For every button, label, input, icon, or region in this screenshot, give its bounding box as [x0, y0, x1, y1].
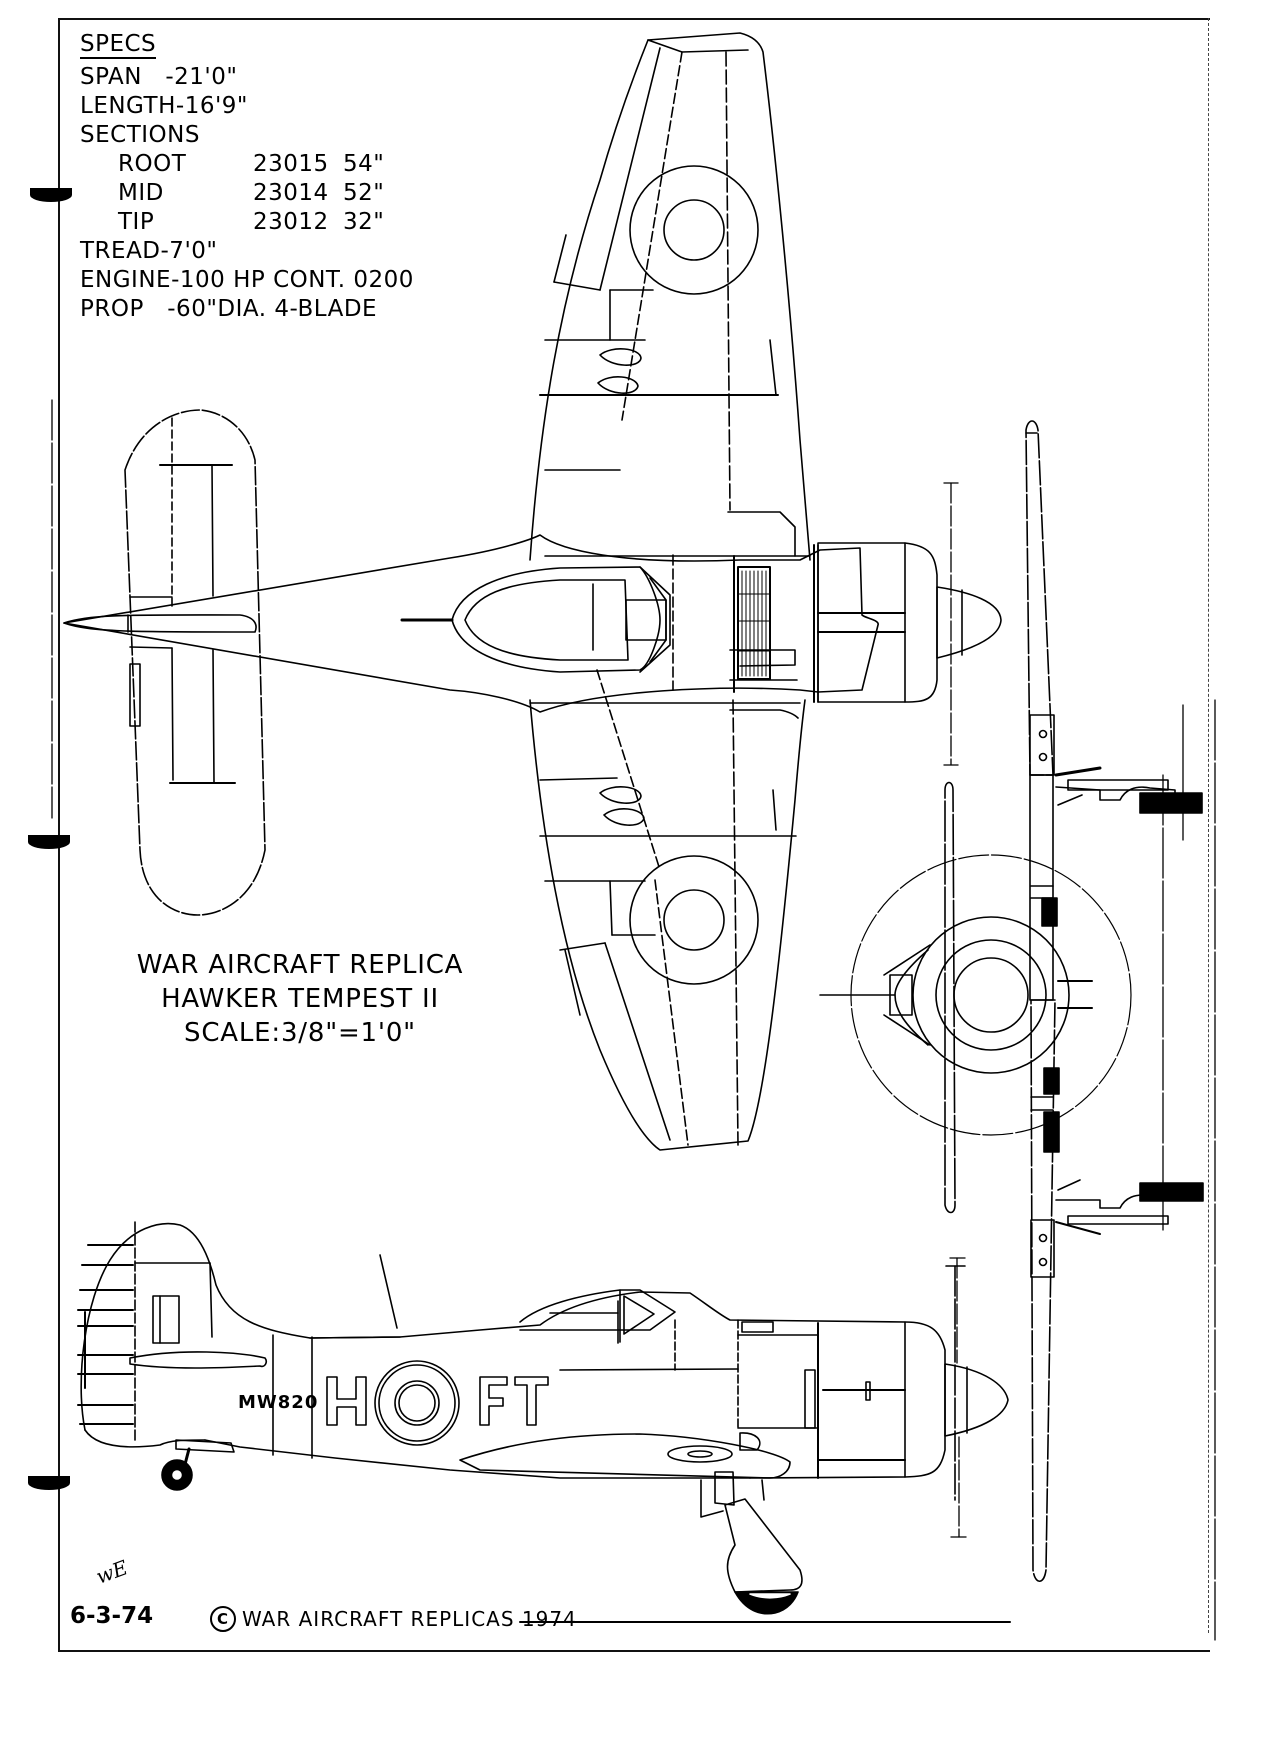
trim-tab	[129, 663, 141, 727]
fuselage-roundel-inner	[394, 1380, 440, 1426]
side-elevation-view	[77, 1221, 1011, 1623]
propeller-disc-dimension	[943, 482, 959, 766]
section-chord: 54"	[343, 151, 385, 177]
spinner-front	[953, 957, 1029, 1033]
binder-punch-mark	[28, 1476, 70, 1490]
upper-wing-outline	[529, 32, 811, 561]
propeller-spinner	[936, 586, 1002, 659]
serial-number: MW820	[238, 1392, 319, 1413]
section-name: ROOT	[118, 151, 187, 177]
title-line-scale: SCALE:3/8"=1'0"	[184, 1018, 416, 1048]
lower-wing-front	[1030, 999, 1056, 1583]
spec-tread: TREAD-7'0"	[80, 238, 218, 264]
spec-sections-label: SECTIONS	[80, 122, 200, 148]
main-wheel-tire	[1139, 1182, 1204, 1202]
sheet-border-right	[1208, 18, 1209, 1633]
wing-side	[459, 1433, 791, 1479]
code-letter-t	[514, 1376, 549, 1426]
fuselage-roundel-outer	[374, 1360, 460, 1446]
copyright-text: WAR AIRCRAFT REPLICAS 1974	[242, 1607, 577, 1631]
fin-rudder-outline	[80, 1222, 401, 1431]
spec-span: SPAN -21'0"	[80, 64, 238, 90]
main-wheel-tire	[1139, 792, 1203, 814]
upper-wing-panel-line	[647, 39, 749, 53]
main-gear-upper	[1054, 766, 1203, 814]
wing-gun-black	[1043, 1111, 1060, 1153]
wing-roundel-side	[667, 1445, 733, 1463]
upper-wing-front	[1025, 420, 1054, 776]
fuselage-side-upper	[309, 1291, 946, 1479]
top-plan-view	[51, 32, 1002, 1151]
section-name: MID	[118, 180, 164, 206]
radiator-grille-slats	[737, 570, 771, 677]
title-line-aircraft: HAWKER TEMPEST II	[161, 984, 439, 1014]
canopy-outline	[451, 566, 661, 673]
title-line-publisher: WAR AIRCRAFT REPLICA	[136, 950, 464, 980]
drawing-date: 6-3-74	[70, 1603, 154, 1629]
binder-punch-mark	[28, 835, 70, 849]
code-letter-h	[326, 1376, 367, 1426]
section-airfoil: 23014	[253, 180, 329, 206]
fin-top-outline	[63, 614, 257, 633]
lower-wing-gun-port	[603, 808, 645, 826]
upper-wing-gun-port	[597, 376, 639, 394]
upper-wing-roundel-inner	[663, 199, 725, 261]
copyright-line: C WAR AIRCRAFT REPLICAS 1974	[210, 1606, 577, 1632]
section-airfoil: 23012	[253, 209, 329, 235]
spec-prop: PROP -60"DIA. 4-BLADE	[80, 296, 378, 322]
fuselage-top-outline	[63, 534, 879, 713]
propeller-disc-dimension-side	[949, 1257, 967, 1538]
front-elevation-view	[819, 420, 1216, 1641]
section-row-tip: TIP 23012 32"	[80, 208, 414, 237]
title-block: WAR AIRCRAFT REPLICA HAWKER TEMPEST II S…	[100, 948, 500, 1050]
cowling-front-mid	[935, 939, 1047, 1051]
section-airfoil: 23015	[253, 151, 329, 177]
section-chord: 32"	[343, 209, 385, 235]
rudder-ribs	[77, 1244, 134, 1425]
exhaust-stacks	[741, 1321, 774, 1333]
fuselage-roundel-outer-ring	[378, 1364, 456, 1442]
cowling-front-outer	[912, 916, 1070, 1074]
aerial-wire	[379, 1254, 398, 1329]
tailplane-section	[129, 1351, 267, 1369]
spec-length: LENGTH-16'9"	[80, 93, 248, 119]
radiator-grille	[737, 566, 771, 680]
lower-wing-roundel-outer	[629, 855, 759, 985]
section-row-mid: MID 23014 52"	[80, 179, 414, 208]
lower-wing-roundel-inner	[663, 889, 725, 951]
binder-punch-mark	[30, 188, 72, 202]
specs-heading: SPECS	[80, 31, 157, 59]
wing-gun-black	[1041, 897, 1058, 927]
section-chord: 52"	[343, 180, 385, 206]
engine-cowling	[817, 542, 938, 703]
main-wheel-side	[734, 1591, 799, 1615]
section-row-root: ROOT 23015 54"	[80, 150, 414, 179]
upper-wing-roundel-outer	[629, 165, 759, 295]
section-name: TIP	[118, 209, 155, 235]
upper-wing-gun-port	[599, 348, 642, 366]
lower-wing-gun-port	[599, 786, 642, 804]
specs-block: SPECS SPAN -21'0" LENGTH-16'9" SECTIONS …	[80, 30, 414, 324]
horizontal-tail-outline	[124, 409, 266, 916]
wing-gun-black	[1043, 1067, 1060, 1095]
canopy-side	[519, 1289, 676, 1331]
main-gear-leg-side	[714, 1471, 735, 1506]
copyright-icon: C	[210, 1606, 236, 1632]
lower-wing-outline	[529, 699, 806, 1151]
spec-engine: ENGINE-100 HP CONT. 0200	[80, 267, 414, 293]
fuselage-roundel-inner-ring	[398, 1384, 436, 1422]
main-gear-lower	[1055, 1179, 1204, 1235]
code-letter-f	[479, 1376, 508, 1426]
